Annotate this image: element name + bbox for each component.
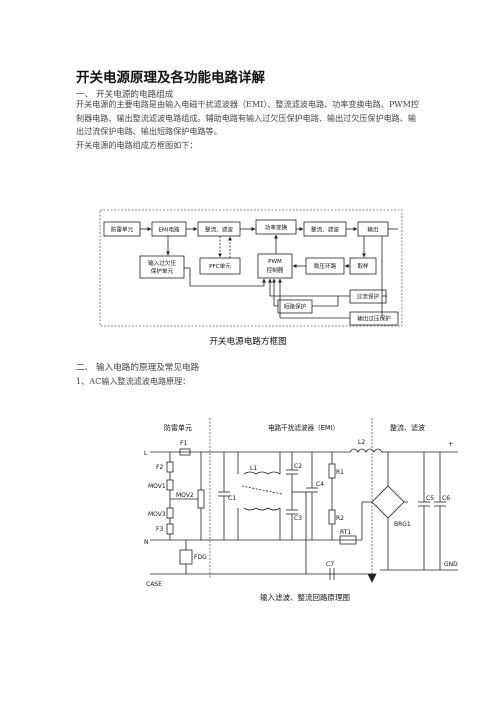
gas-discharge-FDG bbox=[179, 549, 193, 565]
label-filter: 整流、滤波 bbox=[390, 423, 425, 432]
paragraph-circuit-composition: 开关电源的主要电路是由输入电磁干扰滤波器（EMI）、整流滤波电路、功率变换电路、… bbox=[76, 99, 419, 136]
section-heading-2: 二、输入电路的原理及常见电路 bbox=[76, 361, 199, 373]
block-power-conversion bbox=[255, 219, 297, 235]
input-filter-schematic: 防雷单元 电路干扰滤波器（EMI） 整流、滤波 L N CASE + GND F… bbox=[144, 418, 458, 602]
resistor-R1 bbox=[328, 463, 336, 479]
label-L1: L1 bbox=[250, 465, 257, 472]
label-MOV2: MOV2 bbox=[176, 492, 194, 499]
block-label-emi: EMI电路 bbox=[158, 226, 180, 234]
label-MOV3: MOV3 bbox=[148, 511, 166, 518]
block-label-pwm-1: PWM bbox=[268, 259, 282, 265]
block-short-circuit bbox=[277, 299, 313, 314]
label-BRG1: BRG1 bbox=[394, 521, 411, 528]
ground-icon bbox=[367, 573, 377, 583]
block-ovp bbox=[349, 311, 399, 326]
schematic-caption: 输入滤波、整流回路原理图 bbox=[260, 592, 350, 602]
block-label-output: 输出 bbox=[367, 226, 378, 234]
label-MOV1: MOV1 bbox=[148, 483, 166, 490]
block-pfc bbox=[199, 257, 241, 275]
block-label-power: 功率变换 bbox=[265, 224, 288, 232]
block-label-surge: 防雷单元 bbox=[111, 226, 134, 234]
label-F2: F2 bbox=[156, 464, 163, 471]
label-RT1: RT1 bbox=[340, 529, 351, 536]
block-label-ovuv-2: 保护单元 bbox=[151, 267, 174, 275]
fuse-F3 bbox=[166, 523, 174, 535]
label-emi: 电路干扰滤波器（EMI） bbox=[268, 423, 339, 432]
label-N: N bbox=[144, 539, 149, 546]
fuse-F1 bbox=[179, 448, 191, 456]
section-number: 二、 bbox=[76, 363, 94, 373]
block-label-regulator: 稳压环路 bbox=[314, 262, 337, 270]
label-C3: C3 bbox=[294, 515, 302, 522]
block-label-ocp: 过流保护 bbox=[357, 293, 380, 301]
block-label-ovp: 输出过压保护 bbox=[357, 315, 391, 323]
label-surge-unit: 防雷单元 bbox=[164, 423, 192, 432]
label-C5: C5 bbox=[426, 495, 434, 502]
bridge-BRG1 bbox=[371, 485, 405, 519]
label-F1: F1 bbox=[180, 440, 187, 447]
label-C7: C7 bbox=[326, 561, 334, 568]
block-label-ovuv-1: 输入过欠压 bbox=[148, 259, 176, 267]
inductor-L2 bbox=[349, 448, 383, 453]
paragraph-diagram-intro: 开关电源的电路组成方框图如下： bbox=[76, 140, 198, 150]
section-number: 一、 bbox=[76, 90, 94, 100]
label-L: L bbox=[144, 450, 148, 457]
block-ocp bbox=[349, 289, 387, 304]
label-L2: L2 bbox=[358, 439, 365, 446]
block-pwm bbox=[257, 253, 293, 279]
block-label-pfc: PFC单元 bbox=[209, 262, 231, 270]
block-diagram: 防雷单元 EMI电路 整流、滤波 功率变换 整流、滤波 输出 输入过欠压 保护单… bbox=[99, 209, 403, 347]
label-C1: C1 bbox=[228, 495, 236, 502]
block-label-output-rectifier: 整流、滤波 bbox=[311, 226, 339, 234]
block-label-rectifier: 整流、滤波 bbox=[205, 226, 233, 234]
fuse-F2 bbox=[166, 461, 174, 473]
section-title: 开关电源的电路组成 bbox=[96, 90, 174, 100]
label-C6: C6 bbox=[442, 495, 450, 502]
section-heading-1: 一、开关电源的电路组成 bbox=[76, 88, 173, 100]
block-label-short-circuit: 短路保护 bbox=[284, 303, 307, 311]
label-FDG: FDG bbox=[194, 554, 207, 561]
label-case: CASE bbox=[146, 581, 162, 588]
subheading-ac-input: 1、AC输入整流滤波电路原理： bbox=[76, 376, 191, 386]
block-label-pwm-2: 控制器 bbox=[267, 266, 284, 274]
thermistor-RT1 bbox=[339, 535, 357, 545]
label-F3: F3 bbox=[156, 526, 163, 533]
label-C4: C4 bbox=[316, 481, 324, 488]
varistor-MOV1 bbox=[166, 479, 174, 491]
label-gnd: GND bbox=[444, 561, 458, 568]
varistor-MOV3 bbox=[166, 507, 174, 519]
section-title: 输入电路的原理及常见电路 bbox=[96, 363, 200, 373]
document-title: 开关电源原理及各功能电路详解 bbox=[76, 70, 265, 86]
block-diagram-caption: 开关电源电路方框图 bbox=[209, 335, 286, 347]
choke-L1 bbox=[243, 471, 281, 475]
varistor-MOV2 bbox=[197, 489, 205, 509]
label-C2: C2 bbox=[294, 463, 302, 470]
label-R2: R2 bbox=[336, 515, 344, 522]
block-label-sample: 取样 bbox=[357, 262, 369, 270]
resistor-R2 bbox=[328, 509, 336, 525]
label-R1: R1 bbox=[336, 469, 344, 476]
label-plus: + bbox=[448, 441, 453, 448]
block-input-ov-uv bbox=[139, 255, 185, 279]
